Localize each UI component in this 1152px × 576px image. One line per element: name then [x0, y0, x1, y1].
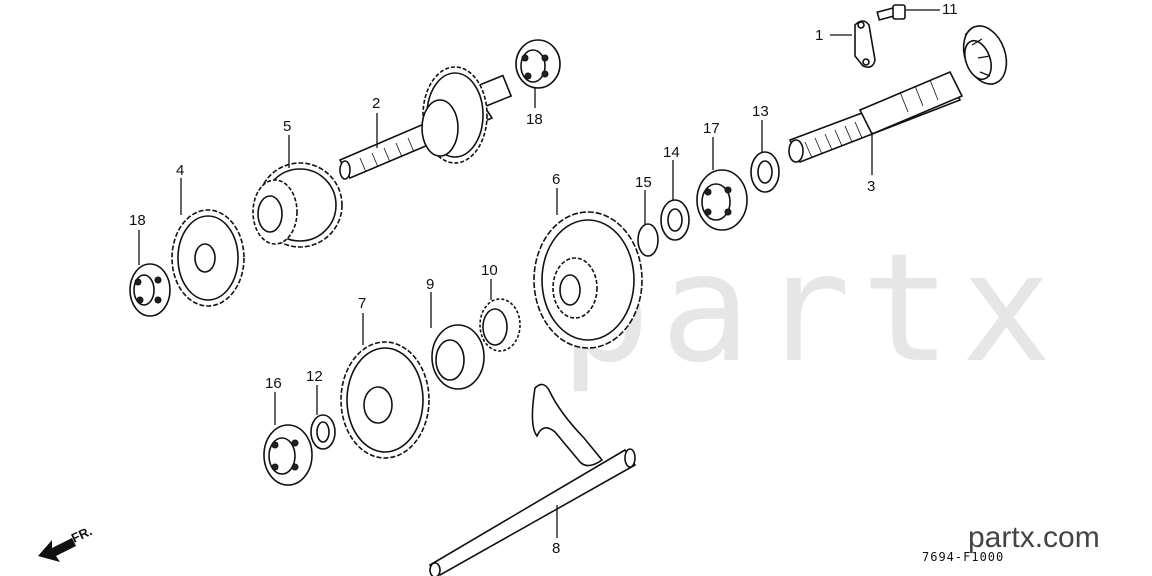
- bolt-11[interactable]: [876, 4, 906, 21]
- front-direction-arrow: FR.: [38, 523, 94, 562]
- bearing-17[interactable]: [696, 169, 748, 231]
- svg-text:3: 3: [867, 178, 875, 195]
- washer-13[interactable]: [750, 151, 780, 193]
- svg-text:16: 16: [265, 375, 282, 392]
- svg-text:9: 9: [426, 276, 434, 293]
- callout-6: 6: [552, 171, 560, 215]
- svg-text:13: 13: [752, 103, 769, 120]
- callout-1: 1: [815, 27, 852, 44]
- callout-7: 7: [358, 295, 366, 345]
- gear-7[interactable]: [340, 341, 430, 459]
- gear-6[interactable]: [533, 211, 643, 349]
- svg-text:5: 5: [283, 118, 291, 135]
- washer-12[interactable]: [310, 414, 336, 450]
- svg-text:11: 11: [942, 1, 958, 18]
- washer-14[interactable]: [660, 199, 690, 241]
- sleeve-9[interactable]: [431, 324, 485, 390]
- svg-text:2: 2: [372, 95, 380, 112]
- svg-text:1: 1: [815, 27, 823, 44]
- svg-text:15: 15: [635, 174, 652, 191]
- callout-5: 5: [283, 118, 291, 168]
- callout-18-left: 18: [129, 212, 146, 265]
- callout-12: 12: [306, 368, 323, 415]
- callout-3: 3: [867, 132, 875, 195]
- shaft-3[interactable]: [788, 20, 1014, 164]
- circlip-15[interactable]: [637, 223, 659, 257]
- callout-8: 8: [552, 505, 560, 557]
- bushing-10[interactable]: [479, 298, 521, 352]
- callout-14: 14: [663, 144, 680, 200]
- svg-text:17: 17: [703, 120, 720, 137]
- shift-fork-8[interactable]: [428, 383, 637, 576]
- callout-10: 10: [481, 262, 498, 300]
- callout-4: 4: [176, 162, 184, 215]
- callout-2: 2: [372, 95, 380, 148]
- brand-text: partx.com: [968, 521, 1100, 554]
- svg-text:7: 7: [358, 295, 366, 312]
- callout-18-top: 18: [526, 88, 543, 128]
- svg-text:12: 12: [306, 368, 323, 385]
- callout-9: 9: [426, 276, 434, 328]
- callout-11: 11: [906, 1, 958, 18]
- callout-17: 17: [703, 120, 720, 170]
- svg-text:6: 6: [552, 171, 560, 188]
- svg-text:FR.: FR.: [69, 523, 94, 545]
- callout-15: 15: [635, 174, 652, 224]
- bearing-18-top[interactable]: [515, 39, 561, 89]
- svg-text:14: 14: [663, 144, 680, 161]
- callout-13: 13: [752, 103, 769, 152]
- svg-text:8: 8: [552, 540, 560, 557]
- diagram-code: 7694-F1000: [922, 550, 1004, 564]
- bearing-16[interactable]: [263, 424, 313, 486]
- mainshaft-gear[interactable]: [421, 66, 488, 164]
- svg-text:10: 10: [481, 262, 498, 279]
- svg-text:4: 4: [176, 162, 184, 179]
- callout-16: 16: [265, 375, 282, 425]
- gear-5[interactable]: [252, 162, 343, 248]
- gear-4[interactable]: [171, 209, 245, 307]
- svg-text:18: 18: [526, 111, 543, 128]
- svg-text:18: 18: [129, 212, 146, 229]
- bearing-18-left[interactable]: [129, 263, 171, 317]
- plate-1[interactable]: [854, 20, 876, 68]
